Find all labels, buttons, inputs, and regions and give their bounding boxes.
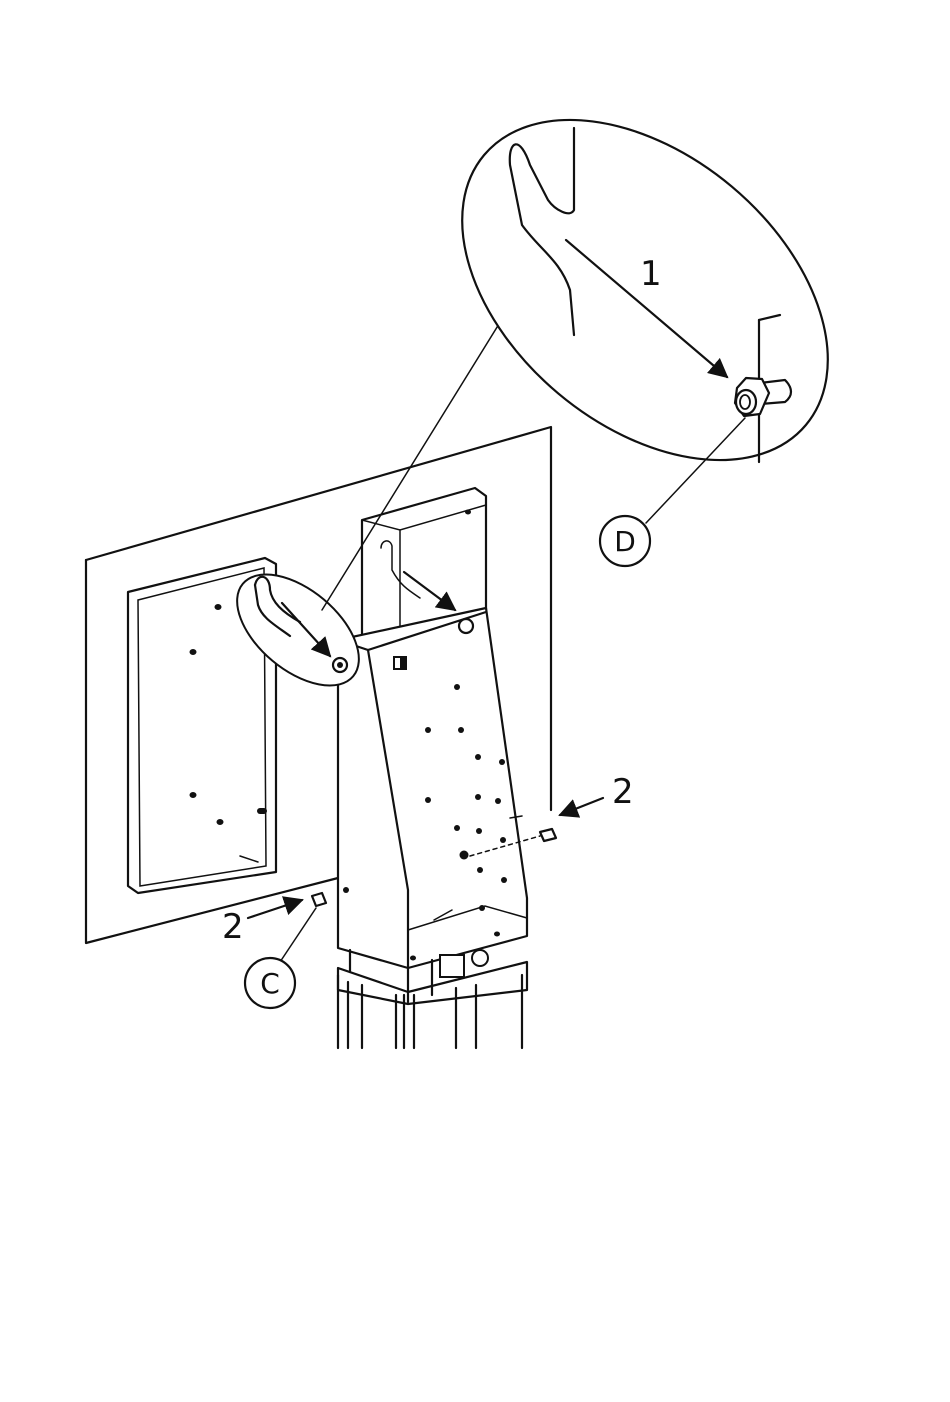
- lift-column: [338, 950, 527, 1048]
- callout-1: 1: [640, 254, 662, 294]
- callout-2-right: 2: [612, 772, 634, 812]
- detail-c-label: C: [260, 967, 280, 1000]
- detail-c-leader: [280, 908, 316, 962]
- column-body: [338, 608, 527, 968]
- left-screw: [248, 893, 326, 918]
- callout-2-left: 2: [222, 907, 244, 947]
- detail-d-label: D: [614, 525, 636, 558]
